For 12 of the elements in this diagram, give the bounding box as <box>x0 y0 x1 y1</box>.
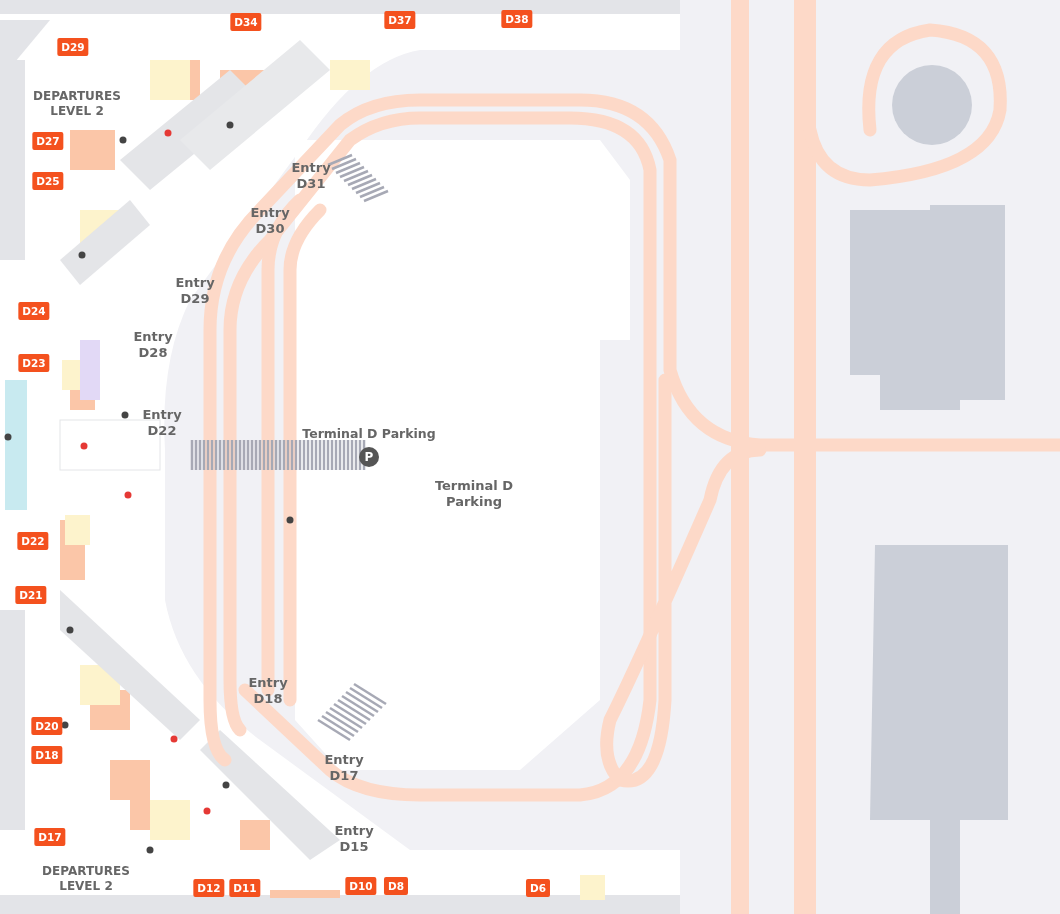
map-label: Entry D30 <box>249 204 291 238</box>
map-label: Entry D17 <box>323 751 365 785</box>
map-label: DEPARTURES LEVEL 2 <box>32 89 122 119</box>
map-label: Entry D15 <box>333 822 375 856</box>
map-label: Entry D31 <box>290 159 332 193</box>
map-label: Entry D18 <box>247 674 289 708</box>
map-label: DEPARTURES LEVEL 2 <box>41 864 131 894</box>
map-label: Entry D22 <box>141 406 183 440</box>
map-label: Entry D28 <box>132 328 174 362</box>
map-label: Entry D29 <box>174 274 216 308</box>
map-label: Terminal D Parking <box>301 426 437 442</box>
map-label: Terminal D Parking <box>433 477 515 511</box>
